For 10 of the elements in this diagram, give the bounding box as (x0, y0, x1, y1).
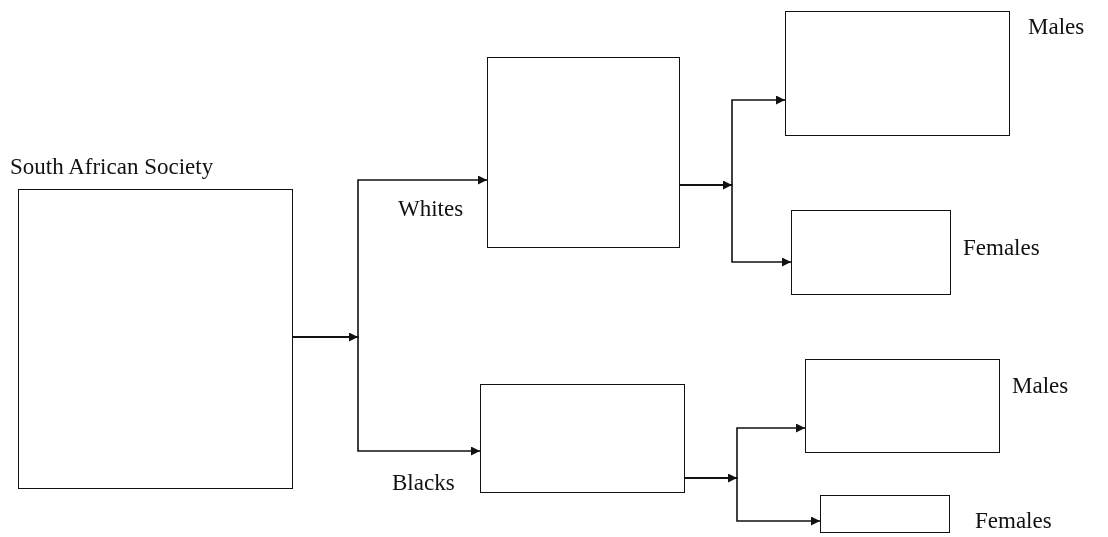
group-label: Females (963, 235, 1040, 261)
group-label: Females (975, 508, 1052, 534)
arrow (679, 180, 733, 190)
group-label: Whites (398, 196, 464, 222)
group-label: South African Society (10, 154, 214, 180)
arrow (684, 473, 738, 483)
group-label: Blacks (392, 470, 455, 496)
group-label: Males (1012, 373, 1069, 399)
arrow (292, 332, 359, 342)
group-label: Males (1028, 14, 1085, 40)
